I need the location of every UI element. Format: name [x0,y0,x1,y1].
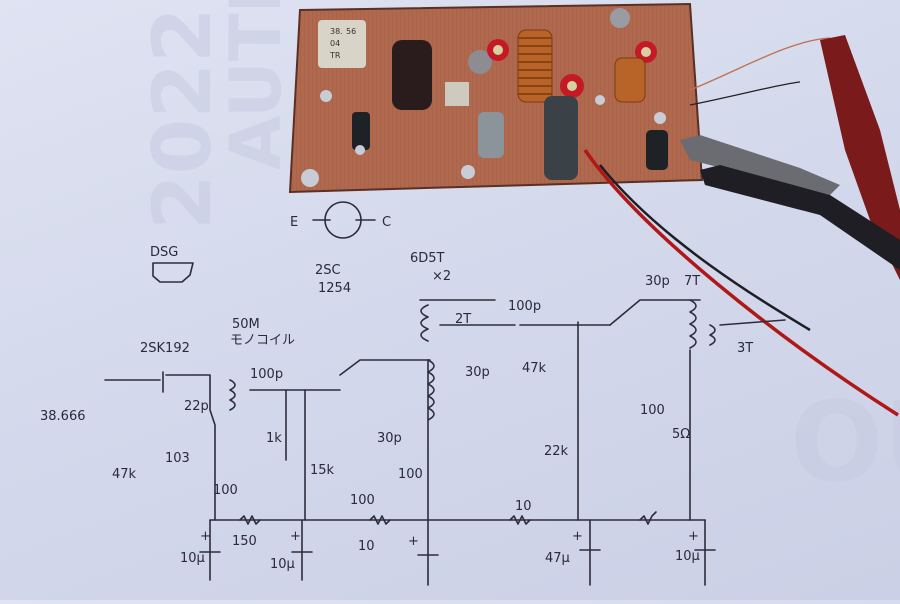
coil-1 [229,379,236,411]
svg-text:38.: 38. [330,27,343,36]
pcb-board: 38. 56 04 TR [288,2,704,194]
pin-e-label: E [290,215,298,230]
coil3-label: 7T [684,274,700,289]
plus-mark: + [290,529,301,544]
schematic-drawing [104,201,786,586]
svg-text:04: 04 [330,39,340,48]
red-wire [583,149,899,417]
resistor-150 [239,515,261,525]
r-coll1-label: 100 [398,467,423,482]
test-leads [583,35,900,417]
resistor-10b [509,515,531,525]
svg-text:56: 56 [346,27,356,36]
coil-2 [427,359,435,421]
svg-text:AUTH: AUTH [215,0,297,170]
fet-part-label: 2SK192 [140,341,190,356]
r-coll3-label: 5Ω [672,427,690,442]
r-supply3-label: 10 [515,499,532,514]
plus-mark: + [688,529,699,544]
r-emit2-label: 100 [640,403,665,418]
c-couple2-label: 100p [508,299,541,314]
plus-mark: + [572,529,583,544]
r-supply2-label: 10 [358,539,375,554]
coil-2-tap [420,304,429,342]
coil-former [392,40,432,110]
resistor-10a [369,515,391,525]
r-supply1-label: 150 [232,534,257,549]
c-trim1-label: 30p [377,431,402,446]
c-couple1-label: 100p [250,367,283,382]
electrolytic-cap [478,112,504,158]
r-base1b-label: 15k [310,463,335,478]
black-alligator-clip [700,165,900,270]
coil1-label-1: 50M [232,317,260,332]
output-qty-label: ×2 [432,269,451,284]
r-base2a-label: 47k [522,361,547,376]
electrolytic-cap-large [544,96,578,180]
svg-text:2022: 2022 [136,7,229,230]
red-alligator-clip [820,35,900,280]
fet-pinout-label: DSG [150,245,178,260]
pin-c-label: C [382,215,391,230]
c-elec3-label: 47μ [545,551,570,566]
output-transistor-label: 6D5T [410,251,445,266]
c-tank1-label: 22p [184,399,209,414]
coil3-tap-label: 3T [737,341,753,356]
resistor-10c [639,511,657,525]
silver-alligator-clip [680,135,840,195]
crystal-label: 38.666 [40,409,86,424]
r-drain-label: 100 [213,483,238,498]
crystal-component [318,20,366,68]
c-elec2-label: 10μ [270,557,295,572]
schematic-labels: DSG E C 2SK192 50M モノコイル 2SC 1254 6D5T ×… [40,215,753,572]
r-emit1-label: 100 [350,493,375,508]
coil-3 [689,299,697,349]
c-elec4-label: 10μ [675,549,700,564]
svg-text:OU: OU [790,378,900,506]
plus-mark: + [200,529,211,544]
r-gate-label: 47k [112,467,137,482]
coil2-tap-label: 2T [455,312,471,327]
transistor-number: 1254 [318,281,351,296]
svg-text:TR: TR [329,51,341,60]
coil-3-tap [709,324,716,346]
c-trim2-label: 30p [465,365,490,380]
black-wire [599,164,811,332]
r-base1a-label: 1k [266,431,282,446]
fet-pinout-sketch [152,262,194,283]
c-bypass1-label: 103 [165,451,190,466]
r-base2b-label: 22k [544,444,569,459]
paper-ghost-print: 2022 AUTH OU [136,0,900,506]
air-coil [517,29,553,103]
electrolytic-caps [199,519,716,586]
transistor-label: 2SC [315,263,341,278]
c-elec1-label: 10μ [180,551,205,566]
c-trim3-label: 30p [645,274,670,289]
coil1-label-2: モノコイル [230,333,295,348]
plus-mark: + [408,534,419,549]
